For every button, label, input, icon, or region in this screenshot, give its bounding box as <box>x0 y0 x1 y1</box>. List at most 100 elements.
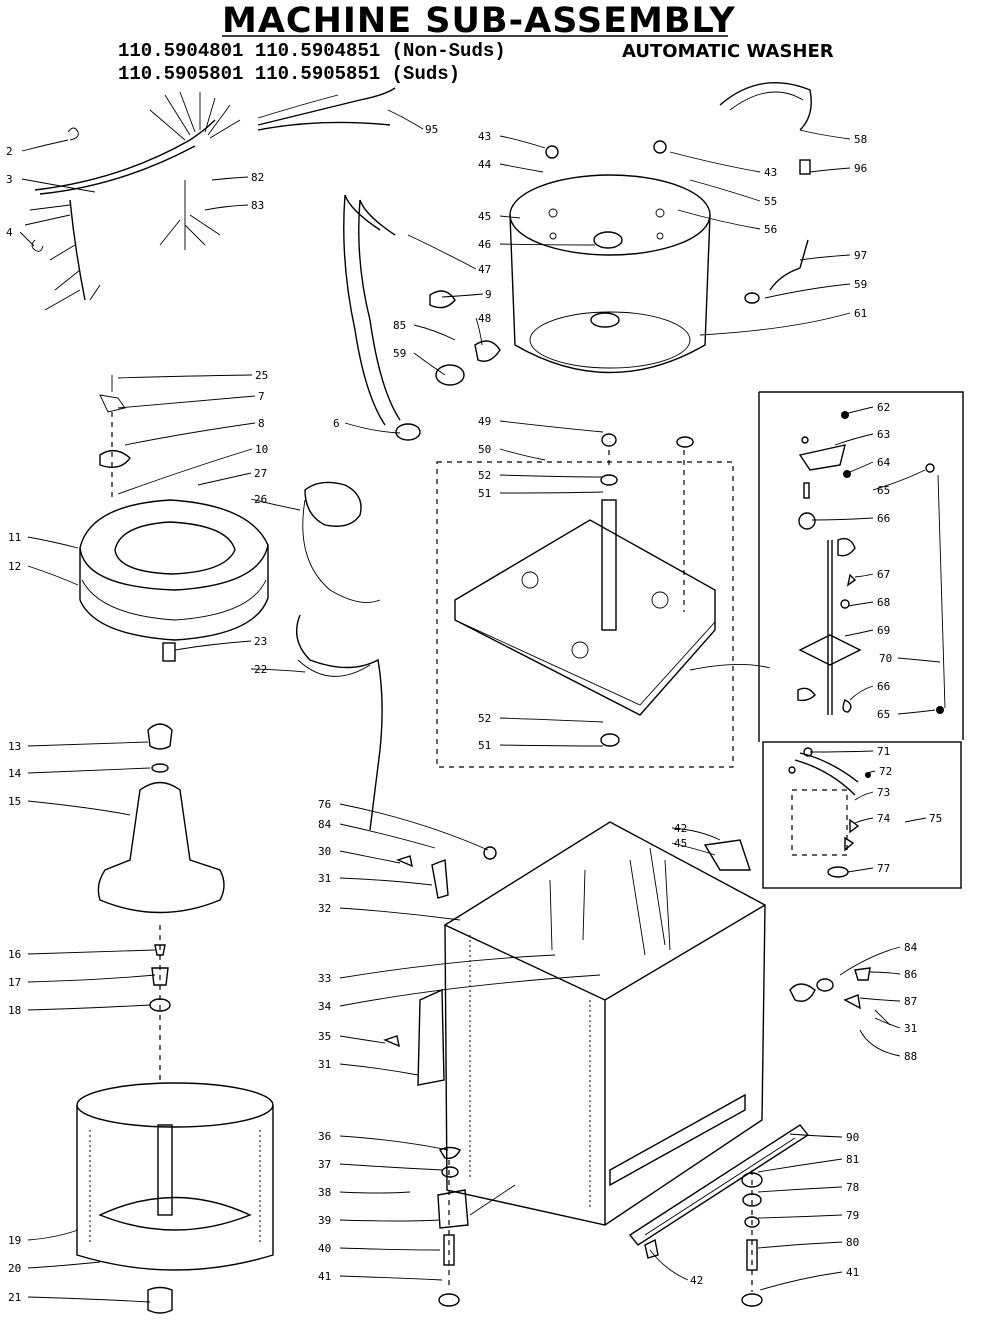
leveling-legs <box>628 1124 810 1307</box>
callout-50: 50 <box>478 443 491 456</box>
callout-92: 42 <box>690 1274 703 1287</box>
callout-32: 31 <box>318 872 331 885</box>
callout-56-top: 56 <box>764 223 777 236</box>
callout-38: 37 <box>318 1158 331 1171</box>
callout-87: 86 <box>904 968 917 981</box>
callout-69: 69 <box>877 624 890 637</box>
callout-66-bottom: 66 <box>877 680 890 693</box>
callout-21: 21 <box>8 1291 21 1304</box>
agitator-assembly <box>76 723 274 1314</box>
callout-79: 78 <box>846 1181 859 1194</box>
callout-67: 67 <box>877 568 890 581</box>
callout-97: 97 <box>854 249 867 262</box>
wiring-harness <box>24 87 396 311</box>
callout-37: 36 <box>318 1130 331 1143</box>
callout-2: 2 <box>6 145 13 158</box>
callout-83: 83 <box>251 199 264 212</box>
mounting-plate <box>436 433 771 768</box>
callout-16: 16 <box>8 948 21 961</box>
callout-61-top: 61 <box>854 307 867 320</box>
callout-72: 72 <box>879 765 892 778</box>
callout-41-right: 80 <box>846 1236 859 1249</box>
callout-3: 3 <box>6 173 13 186</box>
callout-30: 84 <box>318 818 332 831</box>
callout-33: 32 <box>318 902 331 915</box>
callout-48: 48 <box>478 312 491 325</box>
callout-43-right: 43 <box>764 166 777 179</box>
callout-41-left: 40 <box>318 1242 331 1255</box>
callout-36: 31 <box>318 1058 331 1071</box>
diagram-title: MACHINE SUB-ASSEMBLY <box>222 1 736 41</box>
hoses <box>343 82 812 441</box>
callout-23: 23 <box>254 635 267 648</box>
callout-42-left: 41 <box>318 1270 331 1283</box>
callout-58: 58 <box>854 133 867 146</box>
callout-12: 12 <box>8 560 21 573</box>
callout-7: 7 <box>258 390 265 403</box>
switch-and-cord <box>296 481 383 831</box>
callout-78: 81 <box>846 1153 859 1166</box>
callout-96: 96 <box>854 162 867 175</box>
callout-70: 70 <box>879 652 892 665</box>
callout-8: 8 <box>258 417 265 430</box>
cabinet <box>383 821 767 1307</box>
diagram-subtitle: AUTOMATIC WASHER <box>622 41 834 62</box>
callout-25: 25 <box>255 369 268 382</box>
leader-lines <box>19 94 941 1303</box>
callout-86: 84 <box>904 941 918 954</box>
callout-35: 34 <box>318 1000 332 1013</box>
callout-14: 14 <box>8 767 22 780</box>
callout-49: 49 <box>478 415 491 428</box>
callout-71: 71 <box>877 745 890 758</box>
callout-20: 20 <box>8 1262 21 1275</box>
callout-42-right: 41 <box>846 1266 859 1279</box>
callout-80: 79 <box>846 1209 859 1222</box>
callout-31-mid: 35 <box>318 1030 331 1043</box>
callout-62: 62 <box>877 401 890 414</box>
outer-tub <box>509 140 711 374</box>
callout-74: 74 <box>877 812 891 825</box>
callout-84-left: 76 <box>318 798 331 811</box>
callout-51-top: 51 <box>478 487 491 500</box>
callout-52-top: 52 <box>478 469 491 482</box>
callout-39: 38 <box>318 1186 331 1199</box>
callout-labels: 2 3 4 82 83 95 25 7 8 10 27 26 11 12 23 … <box>6 123 942 1304</box>
callout-31-top: 30 <box>318 845 331 858</box>
suspension-inset <box>758 391 964 742</box>
callout-10: 10 <box>255 443 268 456</box>
callout-40: 39 <box>318 1214 331 1227</box>
callout-6: 6 <box>333 417 340 430</box>
callout-73: 73 <box>877 786 890 799</box>
top-ring-assembly <box>79 375 269 662</box>
callout-46: 46 <box>478 238 491 251</box>
callout-65-top: 65 <box>877 484 890 497</box>
callout-34: 33 <box>318 972 331 985</box>
callout-55: 55 <box>764 195 777 208</box>
callout-65-bottom: 65 <box>877 708 890 721</box>
callout-85: 85 <box>393 319 406 332</box>
snubber-inset <box>762 741 962 889</box>
callout-51-bottom: 51 <box>478 739 491 752</box>
callout-13: 13 <box>8 740 21 753</box>
callout-64: 64 <box>877 456 891 469</box>
callout-9: 9 <box>485 288 492 301</box>
callout-27: 27 <box>254 467 267 480</box>
callout-59-left: 59 <box>393 347 406 360</box>
model-numbers-line-1: 110.5904801 110.5904851 (Non-Suds) <box>118 40 506 62</box>
callout-17: 17 <box>8 976 21 989</box>
callout-90: 88 <box>904 1050 917 1063</box>
callout-15: 15 <box>8 795 21 808</box>
callout-63: 63 <box>877 428 890 441</box>
model-numbers-line-2: 110.5905801 110.5905851 (Suds) <box>118 63 460 85</box>
pump-parts <box>789 967 891 1026</box>
callout-66-top: 66 <box>877 512 890 525</box>
callout-52-bottom: 52 <box>478 712 491 725</box>
callout-68: 68 <box>877 596 890 609</box>
callout-31-right: 87 <box>904 995 917 1008</box>
callout-18: 18 <box>8 1004 21 1017</box>
callout-26: 26 <box>254 493 267 506</box>
callout-43-left: 43 <box>478 130 491 143</box>
callout-4: 4 <box>6 226 13 239</box>
callout-44: 44 <box>478 158 492 171</box>
